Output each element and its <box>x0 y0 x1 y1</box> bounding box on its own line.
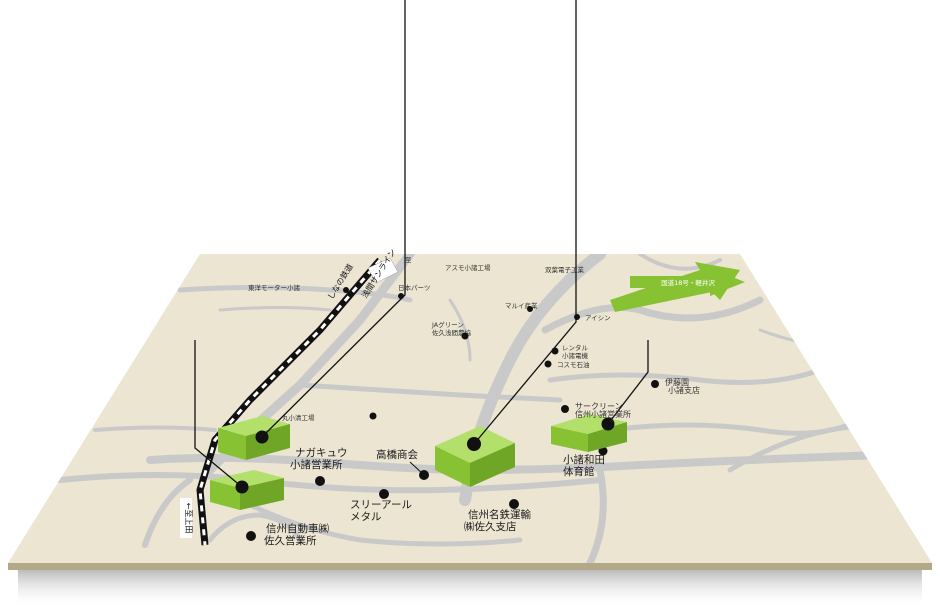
main-labels: ナガキュウ 小諸営業所 高橋商会 スリーアール メタル 信州自動車㈱ 佐久営業所… <box>264 377 700 547</box>
road-right-curve <box>586 466 607 563</box>
block-b <box>210 470 284 510</box>
road-top-right <box>638 254 722 271</box>
label-l12: 丸小清工場 <box>282 413 315 422</box>
road-h6 <box>547 367 823 385</box>
pointer-3 <box>194 340 243 488</box>
road-left-loop <box>142 477 193 548</box>
pointer-lines <box>194 0 649 488</box>
label-shinshu-meitetsu-1: 信州名鉄運輸 <box>468 508 531 521</box>
label-komoro-gym-1: 小諸和田 <box>563 453 605 466</box>
pointer-dots <box>235 417 615 494</box>
board-shadow <box>18 568 922 608</box>
direction-sign-label: 国道18号・軽井沢 <box>661 278 715 287</box>
label-three-r-1: スリーアール <box>350 499 412 511</box>
label-l6: 佐久浅間農協 <box>432 328 472 337</box>
road-h8 <box>237 497 523 547</box>
label-shinshu-meitetsu-2: ㈱佐久支店 <box>464 520 517 533</box>
label-l5: JAグリーン <box>431 320 464 329</box>
south-arrow-label: ←至上田 <box>184 503 193 534</box>
label-l3: 東洋モーター小諸 <box>248 283 301 292</box>
leader-takahashi <box>409 461 425 476</box>
road-left-loop2 <box>207 512 303 543</box>
label-komoro-gym-2: 体育館 <box>563 465 595 478</box>
rail-line <box>196 257 383 546</box>
road-h2 <box>57 472 603 494</box>
label-l8: アイシン <box>585 314 611 322</box>
road-h4 <box>177 285 413 303</box>
pointer-4 <box>607 340 649 425</box>
label-sun-green-1: サークリーン <box>575 402 623 411</box>
road-label-top: 至 <box>405 256 412 264</box>
label-shinshu-jidousha-1: 信州自動車㈱ <box>266 522 329 535</box>
label-nagakyu-2: 小諸営業所 <box>290 458 343 471</box>
pointer-1 <box>261 0 406 438</box>
south-label: ←至上田 <box>180 498 193 538</box>
label-takahashi: 高橋商会 <box>376 448 418 461</box>
pointer-2 <box>473 0 577 445</box>
board-edge <box>8 563 932 570</box>
label-nagakyu-1: ナガキュウ <box>295 447 348 459</box>
label-l2: 双葉電子工業 <box>545 265 585 274</box>
road-h5 <box>93 425 217 432</box>
small-labels: アスモ小諸工場 双葉電子工業 東洋モーター小諸 日本パーツ JAグリーン 佐久浅… <box>248 263 611 422</box>
road-h3 <box>297 382 563 403</box>
label-l9: レンタル <box>562 343 589 352</box>
label-shinshu-jidousha-2: 佐久営業所 <box>264 534 317 547</box>
direction-sign: 国道18号・軽井沢 <box>610 262 745 312</box>
label-l4: 日本パーツ <box>398 283 430 292</box>
label-sun-green-2: 信州小諸営業所 <box>575 409 631 419</box>
label-l11: コスモ石油 <box>557 360 590 369</box>
label-l10: 小諸電機 <box>562 351 589 360</box>
label-itouen-1: 伊藤園 <box>665 377 689 387</box>
road-upper-left <box>218 306 332 312</box>
label-three-r-2: メタル <box>350 511 382 523</box>
label-l1: アスモ小諸工場 <box>445 263 491 272</box>
road-small-1 <box>448 298 472 362</box>
label-l7: マルイ産業 <box>505 301 538 310</box>
label-itouen-2: 小諸支店 <box>668 385 700 395</box>
